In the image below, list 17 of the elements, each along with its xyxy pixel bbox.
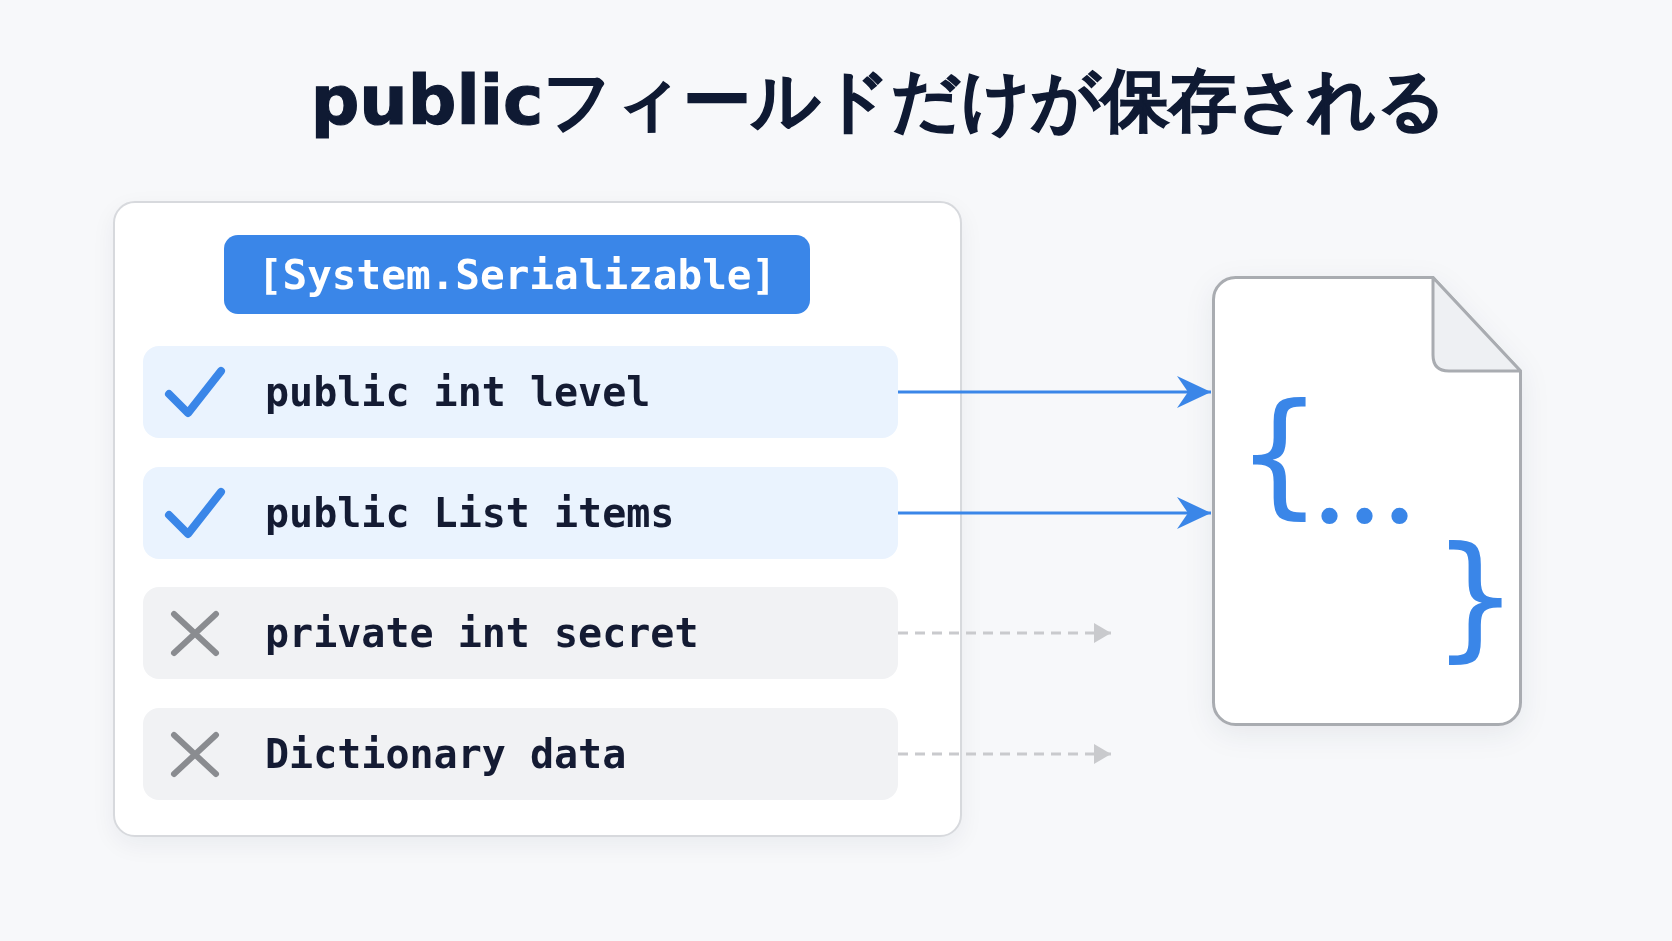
dashed-arrow — [898, 623, 1111, 643]
class-card — [113, 201, 962, 837]
field-name: private int secret — [265, 609, 699, 657]
field-name: public int level — [265, 368, 651, 416]
field-row — [143, 708, 898, 800]
field-name: public List items — [265, 489, 675, 537]
field-name: Dictionary data — [265, 730, 627, 778]
ellipsis: ... — [1317, 440, 1422, 540]
field-row — [143, 467, 898, 559]
field-row — [143, 587, 898, 679]
title: publicフィールドだけが保存される — [310, 60, 1448, 142]
brace: } — [1432, 528, 1519, 664]
field-row — [143, 346, 898, 438]
dashed-arrow — [898, 744, 1111, 764]
arrow — [898, 497, 1211, 529]
attribute-header: [System.Serializable] — [224, 235, 810, 314]
arrow — [898, 376, 1211, 408]
